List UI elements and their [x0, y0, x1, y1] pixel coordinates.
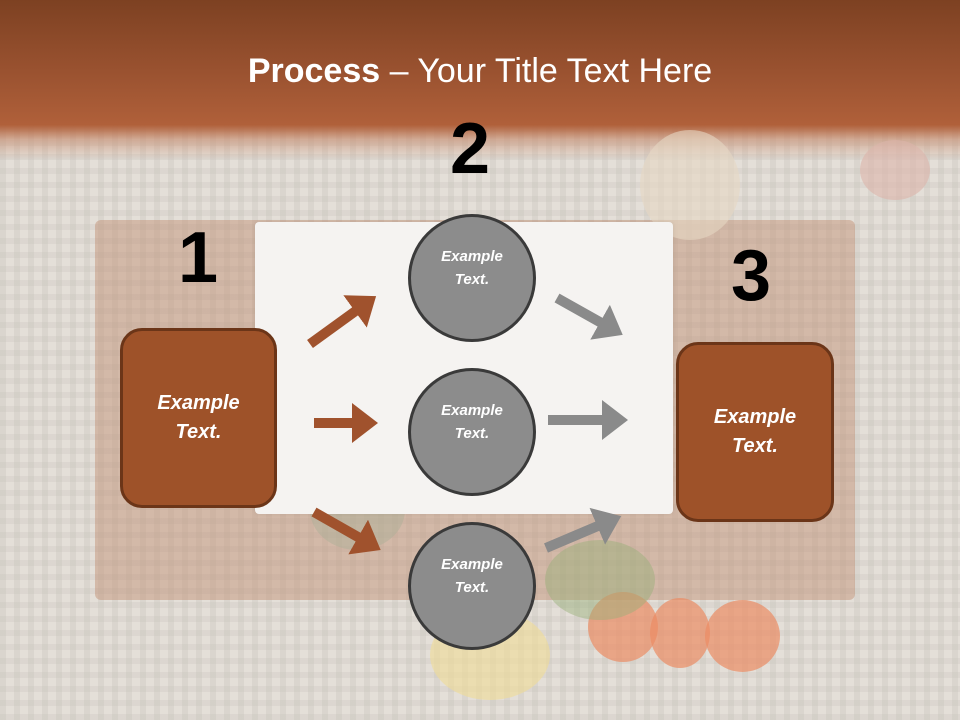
circle-bottom-text-line2: Text. [454, 579, 490, 596]
circle-bottom-text-line1: Example [441, 556, 503, 573]
background-spoon [640, 130, 740, 240]
arrow-right-icon [544, 507, 622, 553]
circle-middle-text-line1: Example [441, 402, 503, 419]
arrow-right-icon [311, 507, 381, 555]
step-1-box[interactable]: Example Text. [120, 328, 277, 508]
step-number-1: 1 [178, 218, 219, 298]
step-2-circle-top[interactable]: Example Text. [408, 214, 536, 342]
background-carrot [650, 598, 710, 668]
background-onion [860, 140, 930, 200]
step-2-circle-bottom[interactable]: Example Text. [408, 522, 536, 650]
circle-middle-text-line2: Text. [454, 425, 490, 442]
circle-top-text-line1: Example [441, 248, 503, 265]
slide-title[interactable]: Process – Your Title Text Here [0, 52, 960, 91]
background-lettuce [545, 540, 655, 620]
title-bold: Process [247, 52, 381, 90]
step-number-3: 3 [731, 236, 772, 316]
step-number-2: 2 [450, 109, 491, 189]
step-1-text-line1: Example [157, 392, 240, 414]
step-3-text-line1: Example [713, 406, 797, 428]
circle-top-text-line2: Text. [454, 271, 490, 288]
step-1-text-line2: Text. [175, 421, 222, 443]
step-2-circle-middle[interactable]: Example Text. [408, 368, 536, 496]
arrow-right-icon [554, 293, 623, 340]
step-3-text-line2: Text. [732, 435, 778, 457]
title-rest: – Your Title Text Here [380, 52, 713, 90]
background-carrot [705, 600, 780, 672]
header-band [0, 0, 960, 160]
arrow-right-icon [307, 295, 377, 349]
step-3-box[interactable]: Example Text. [676, 342, 834, 522]
background-carrot [588, 592, 658, 662]
